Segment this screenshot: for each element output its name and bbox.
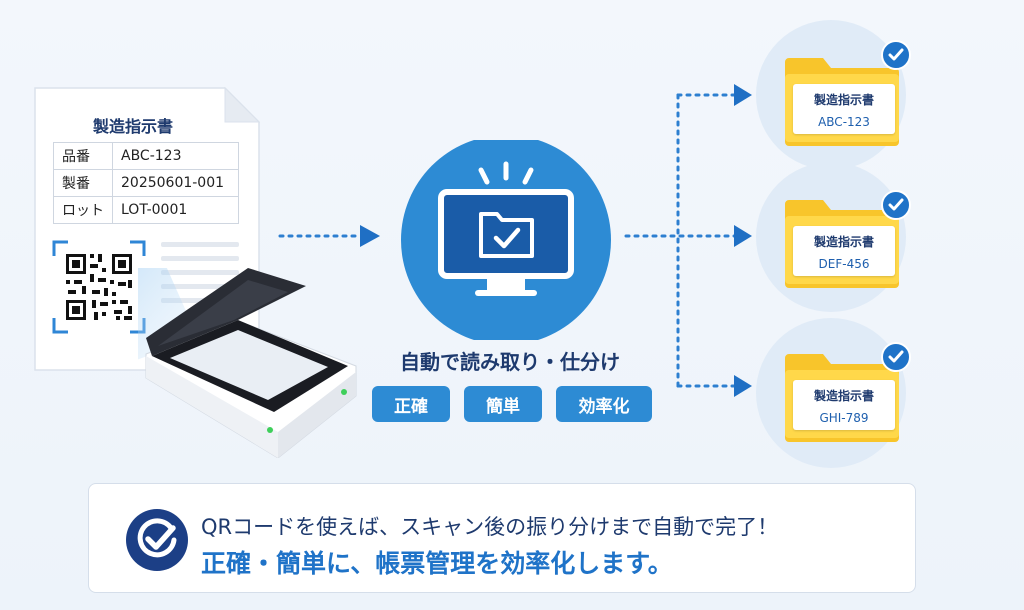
- feature-tags: 正確 簡単 効率化: [372, 386, 652, 422]
- instruction-document: 製造指示書 品番 ABC-123 製番 20250601-001 ロット LOT…: [33, 86, 261, 372]
- row-value: 20250601-001: [112, 169, 239, 197]
- arrow-head-folder-3: [734, 375, 752, 397]
- process-caption: 自動で読み取り・仕分け: [400, 350, 620, 374]
- tag-accurate: 正確: [372, 386, 450, 422]
- folder-code: ABC-123: [818, 115, 870, 129]
- qr-code-icon: [52, 240, 146, 334]
- document-table: 品番 ABC-123 製番 20250601-001 ロット LOT-0001: [53, 142, 239, 224]
- check-icon: [881, 342, 911, 372]
- row-label: 製番: [53, 169, 113, 197]
- folder-label: 製造指示書 DEF-456: [793, 226, 895, 276]
- folder-title: 製造指示書: [813, 235, 874, 249]
- folder-title: 製造指示書: [813, 389, 874, 403]
- table-row: 製番 20250601-001: [53, 169, 239, 197]
- folder-check-icon: [479, 212, 534, 258]
- folder-label: 製造指示書 ABC-123: [793, 84, 895, 134]
- row-value: ABC-123: [112, 142, 239, 170]
- arrow-head-folder-2: [734, 225, 752, 247]
- scanner-icon: [138, 268, 357, 458]
- tag-efficiency: 効率化: [556, 386, 652, 422]
- row-label: ロット: [53, 196, 113, 224]
- folder-ghi-789: 製造指示書 GHI-789: [756, 318, 911, 468]
- check-icon: [881, 40, 911, 70]
- table-row: 品番 ABC-123: [53, 142, 239, 170]
- folder-code: GHI-789: [819, 411, 869, 425]
- message-panel: QRコードを使えば、スキャン後の振り分けまで自動で完了！ 正確・簡単に、帳票管理…: [88, 483, 916, 593]
- message-line-2: 正確・簡単に、帳票管理を効率化します。: [201, 549, 673, 578]
- arrow-head-scan: [360, 225, 380, 247]
- check-circle-icon: [126, 509, 188, 571]
- message-line-1: QRコードを使えば、スキャン後の振り分けまで自動で完了！: [201, 515, 779, 539]
- folder-abc-123: 製造指示書 ABC-123: [756, 20, 911, 170]
- folder-title: 製造指示書: [813, 93, 874, 107]
- folder-label: 製造指示書 GHI-789: [793, 380, 895, 430]
- document-title: 製造指示書: [92, 117, 173, 136]
- check-icon: [881, 190, 911, 220]
- row-value: LOT-0001: [112, 196, 239, 224]
- folder-code: DEF-456: [818, 257, 870, 271]
- row-label: 品番: [53, 142, 113, 170]
- monitor-icon: [401, 140, 611, 340]
- tag-easy: 簡単: [464, 386, 542, 422]
- folder-def-456: 製造指示書 DEF-456: [756, 162, 911, 312]
- arrow-head-folder-1: [734, 84, 752, 106]
- table-row: ロット LOT-0001: [53, 196, 239, 224]
